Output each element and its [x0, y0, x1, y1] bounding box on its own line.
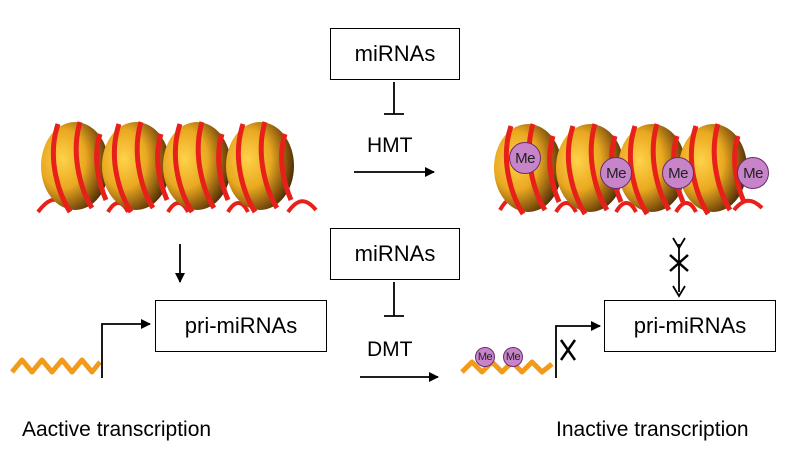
histone-methyl-marker: Me: [600, 157, 632, 189]
nucleosome: [556, 123, 624, 216]
mirnas-box-top: miRNAs: [330, 28, 460, 80]
nucleosome: [226, 121, 294, 214]
dmt-label: DMT: [367, 338, 413, 361]
nucleosome: [41, 121, 109, 214]
pri-mirnas-box-active: pri-miRNAs: [155, 300, 327, 352]
histone-methyl-marker: Me: [509, 142, 541, 174]
promoter-arrow-active: [101, 319, 151, 378]
dna-methyl-marker: Me: [475, 347, 495, 367]
nucleosome: [102, 121, 170, 214]
nucleosome: [163, 121, 231, 214]
block-x-mark: [559, 339, 577, 361]
nucleosome-array-active: [36, 121, 318, 214]
inhibit-line-mid: [384, 282, 404, 317]
nucleosome: [679, 123, 747, 216]
histone-methyl-marker: Me: [662, 157, 694, 189]
hmt-label: HMT: [367, 134, 413, 157]
dna-strand-inactive: [460, 359, 554, 375]
pri-mirnas-box-inactive: pri-miRNAs: [604, 300, 776, 352]
caption-inactive-transcription: Inactive transcription: [556, 418, 749, 441]
nucleosome: [618, 123, 686, 216]
promoter-arrow-inactive: [555, 321, 601, 378]
caption-active-transcription: Aactive transcription: [22, 418, 212, 441]
mirnas-box-mid: miRNAs: [330, 228, 460, 280]
dna-strand-active: [10, 357, 102, 375]
blocked-arrow-right: [669, 237, 689, 298]
dna-methyl-marker: Me: [503, 347, 523, 367]
histone-methyl-marker: Me: [737, 157, 769, 189]
inhibit-line-top: [384, 82, 404, 115]
nucleosome-array-inactive: [494, 123, 764, 216]
